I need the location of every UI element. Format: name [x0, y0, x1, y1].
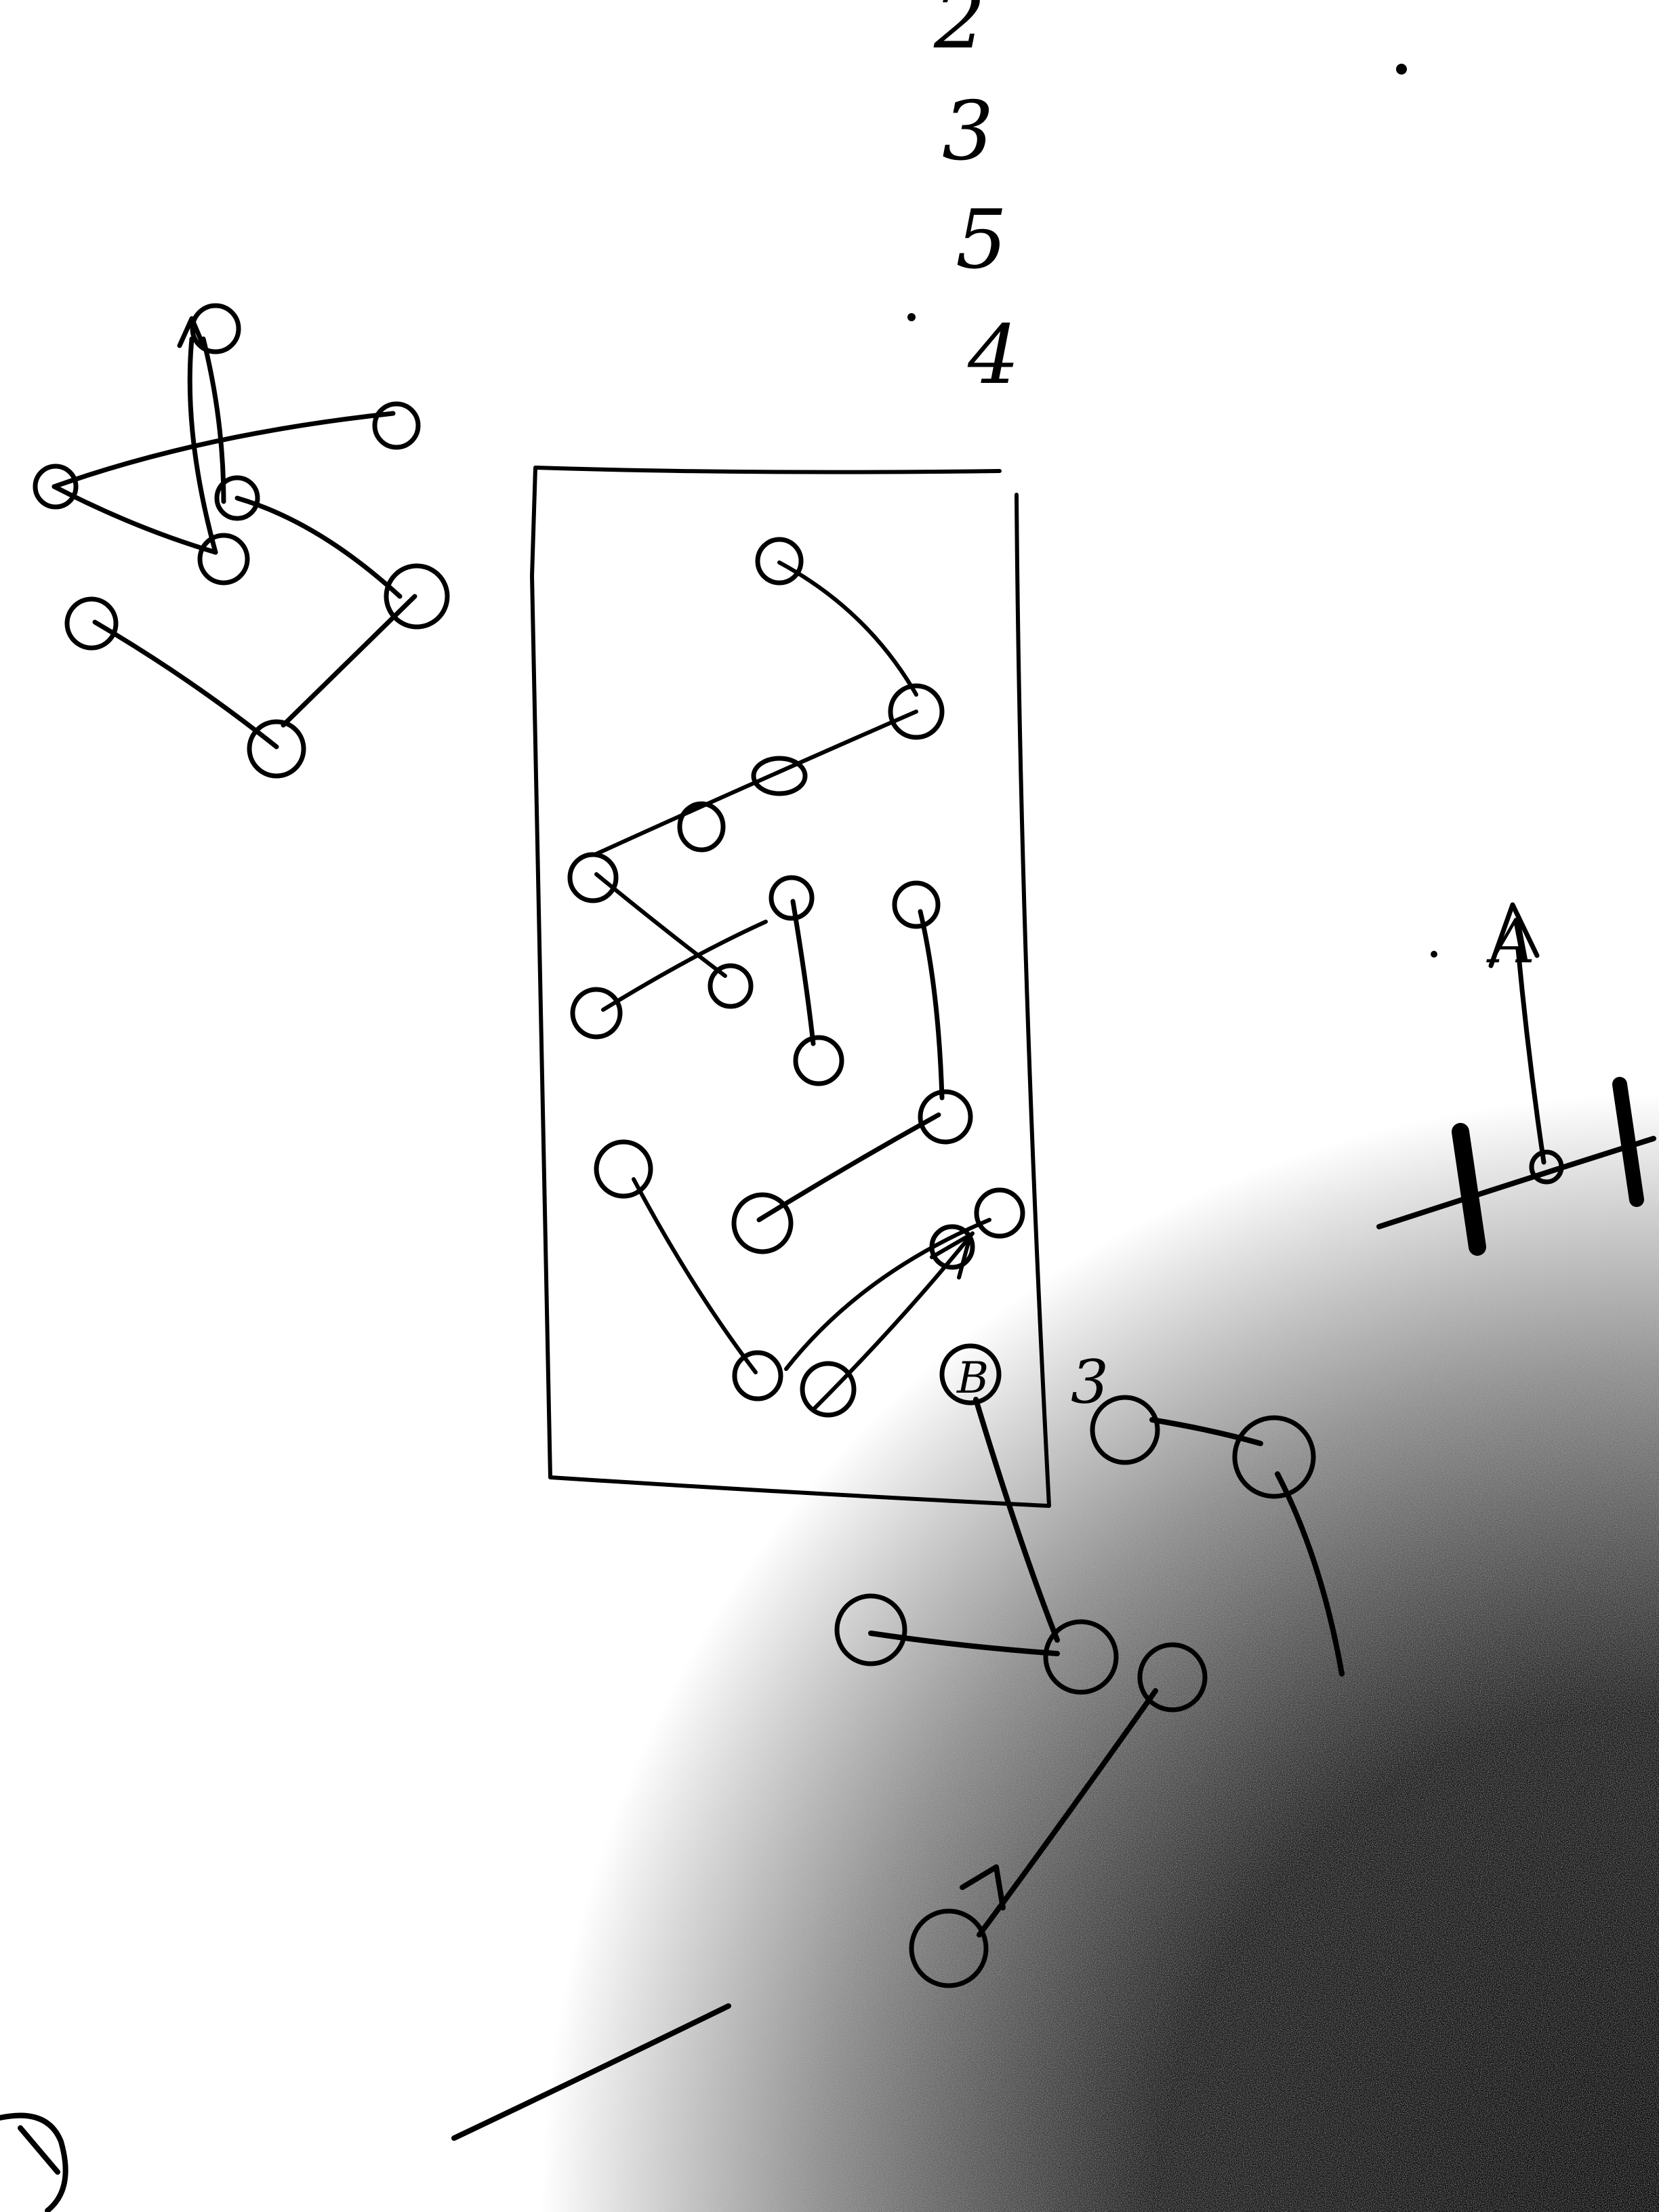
- node: [33, 464, 79, 510]
- number-4: 4: [967, 308, 1019, 403]
- bar-mark: [1452, 1123, 1486, 1256]
- node-label-b: B: [956, 1353, 989, 1404]
- ink-dot: [1396, 64, 1407, 75]
- node: [929, 1224, 975, 1270]
- lower-right-cluster: 3: [834, 1347, 1345, 1988]
- node: [892, 880, 941, 929]
- node: [1137, 1642, 1208, 1713]
- number-5: 5: [956, 193, 1007, 287]
- edge: [811, 1231, 975, 1412]
- arrowhead: [960, 1864, 1006, 1910]
- node: [909, 1908, 989, 1988]
- node: [769, 875, 815, 921]
- edge: [601, 920, 768, 1012]
- axis-line: [1376, 1136, 1656, 1229]
- node: [918, 1089, 973, 1145]
- edge: [868, 1631, 1060, 1656]
- bottom-fragments: [0, 2003, 731, 2212]
- edge: [973, 1397, 1060, 1643]
- edge: [52, 411, 396, 489]
- node: [793, 1035, 844, 1086]
- node: [214, 475, 260, 521]
- edge: [1149, 1417, 1263, 1446]
- node: [755, 537, 804, 586]
- top-left-cluster: [33, 303, 450, 779]
- node: [594, 1139, 653, 1199]
- edge: [281, 594, 417, 728]
- node: [732, 1350, 783, 1401]
- node: [247, 719, 306, 779]
- node: [800, 1361, 857, 1418]
- node: [708, 963, 754, 1009]
- arrowhead: [1488, 902, 1540, 968]
- node: [1090, 1395, 1160, 1465]
- edge: [918, 909, 945, 1101]
- edge: [1275, 1471, 1345, 1677]
- edge: [777, 560, 918, 697]
- bar-mark: [1612, 1077, 1644, 1207]
- node: [190, 303, 241, 354]
- stray-line: [451, 2003, 731, 2141]
- edge: [92, 619, 279, 750]
- arrowhead: [177, 316, 206, 348]
- node: [64, 596, 119, 651]
- node: [567, 852, 619, 903]
- node: [1232, 1415, 1316, 1499]
- node: [197, 533, 250, 586]
- right-axis-sketch: A: [1376, 902, 1656, 1256]
- node: [1043, 1619, 1119, 1695]
- node: [372, 401, 421, 450]
- node: [677, 801, 726, 853]
- edge: [594, 710, 918, 856]
- edge: [784, 1218, 991, 1371]
- node: [570, 987, 623, 1040]
- node: [731, 1192, 794, 1254]
- edge: [632, 1177, 758, 1374]
- number-3: 3: [942, 85, 994, 179]
- edge: [790, 899, 816, 1046]
- number-column: 2 3 5 4: [907, 0, 1407, 403]
- partial-node: [0, 2112, 68, 2212]
- ink-dot: [1431, 951, 1437, 958]
- node: [939, 1343, 1002, 1406]
- number-2: 2: [933, 0, 985, 67]
- edge: [187, 336, 218, 555]
- node: [1529, 1149, 1564, 1185]
- node: [384, 563, 450, 630]
- partial-node-tail: [18, 2125, 60, 2175]
- node: [974, 1187, 1025, 1239]
- vertical-arrow: [1515, 946, 1547, 1165]
- ink-dot: [907, 313, 916, 321]
- node: [751, 756, 808, 796]
- node: [834, 1593, 907, 1666]
- node: [888, 683, 945, 740]
- box-outline: [530, 466, 1051, 1508]
- node-label-a: A: [1486, 906, 1535, 977]
- central-box: B: [530, 466, 1051, 1508]
